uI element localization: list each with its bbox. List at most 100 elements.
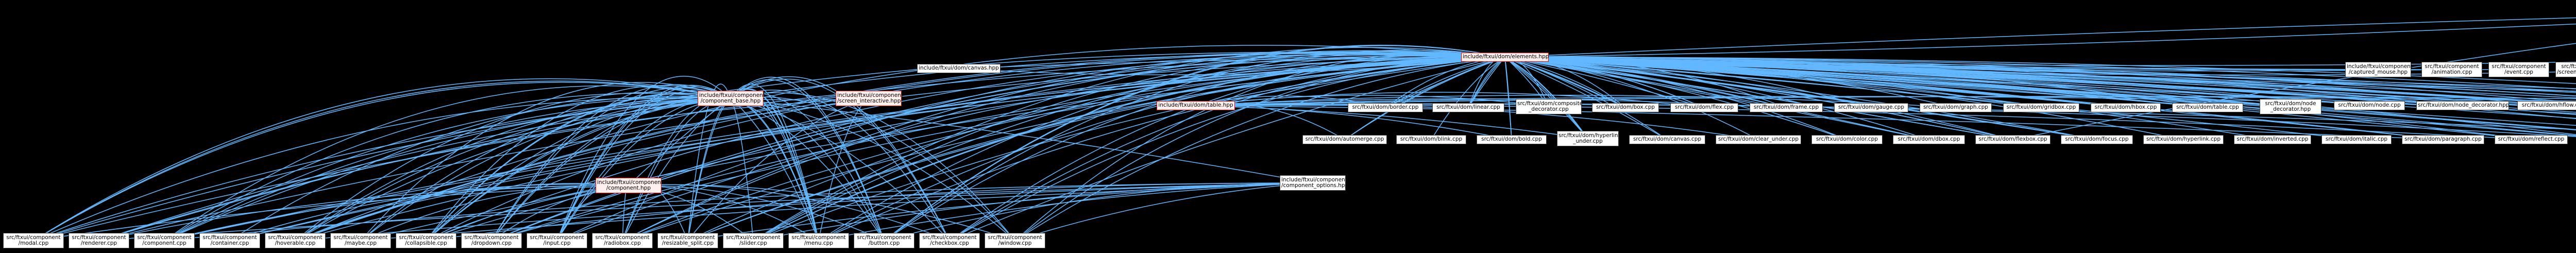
- graph-node[interactable]: src/ftxui/dom/node_decorator.hpp: [2416, 101, 2509, 110]
- graph-node[interactable]: include/ftxui/dom/canvas.hpp: [917, 64, 1001, 73]
- graph-edge: [1504, 57, 1705, 108]
- graph-node[interactable]: src/ftxui/dom/node _decorator.hpp: [2260, 99, 2321, 114]
- graph-node[interactable]: src/ftxui/component /renderer.cpp: [69, 233, 129, 248]
- graph-node-label: src/ftxui/dom/reflect.cpp: [2498, 136, 2565, 143]
- graph-edge: [1344, 57, 1505, 140]
- graph-node[interactable]: src/ftxui/dom/italic.cpp: [2321, 135, 2392, 144]
- graph-node-label: src/ftxui/component /container.cpp: [202, 234, 257, 246]
- graph-node[interactable]: src/ftxui/component /resizable_split.cpp: [657, 233, 718, 248]
- graph-node[interactable]: src/ftxui/dom/flexbox.cpp: [1975, 135, 2050, 144]
- graph-node[interactable]: include/ftxui/component /component_base.…: [698, 91, 765, 106]
- graph-edge: [730, 83, 819, 241]
- graph-node-label: src/ftxui/dom/hflow.cpp: [2521, 102, 2576, 109]
- graph-node[interactable]: include/ftxui/component /captured_mouse.…: [2345, 62, 2413, 77]
- graph-node[interactable]: src/ftxui/dom/hyperlink _under.cpp: [1557, 131, 1621, 146]
- graph-edge: [491, 57, 1505, 241]
- graph-edge: [730, 93, 819, 241]
- graph-node[interactable]: src/ftxui/dom/graph.cpp: [1920, 103, 1992, 112]
- graph-node[interactable]: src/ftxui/component /checkbox.cpp: [919, 233, 980, 248]
- graph-node[interactable]: src/ftxui/component /component.cpp: [134, 233, 195, 248]
- graph-edge: [1504, 57, 2357, 140]
- graph-edge: [1504, 23, 2576, 58]
- graph-node-label: src/ftxui/dom/graph.cpp: [1923, 104, 1988, 111]
- graph-node[interactable]: src/ftxui/component /menu.cpp: [788, 233, 849, 248]
- graph-node[interactable]: src/ftxui/component /dropdown.cpp: [461, 233, 522, 248]
- graph-node[interactable]: src/ftxui/dom/gauge.cpp: [1834, 103, 1908, 112]
- graph-edge: [295, 45, 1505, 241]
- graph-node[interactable]: src/ftxui/dom/blink.cpp: [1396, 135, 1466, 144]
- graph-node[interactable]: src/ftxui/dom/paragraph.cpp: [2402, 135, 2484, 144]
- graph-edge: [818, 52, 1505, 241]
- graph-edge: [33, 98, 731, 241]
- graph-node[interactable]: src/ftxui/component /container.cpp: [199, 233, 260, 248]
- graph-node-label: src/ftxui/dom/hyperlink.cpp: [2146, 136, 2221, 143]
- graph-edge: [753, 47, 1505, 241]
- graph-edge: [1504, 57, 2097, 140]
- graph-edge: [884, 182, 1313, 241]
- graph-node[interactable]: src/ftxui/component /maybe.cpp: [330, 233, 391, 248]
- graph-node[interactable]: src/ftxui/dom/hbox.cpp: [2091, 103, 2161, 112]
- graph-node[interactable]: src/ftxui/component /animation.cpp: [2421, 62, 2482, 77]
- graph-node[interactable]: src/ftxui/component /slider.cpp: [723, 233, 784, 248]
- graph-node-label: src/ftxui/dom/clear_under.cpp: [1718, 136, 1799, 143]
- graph-edge: [33, 52, 1505, 241]
- graph-node[interactable]: include/ftxui/component /component.hpp: [596, 178, 663, 193]
- graph-node[interactable]: src/ftxui/dom/linear.cpp: [1432, 103, 1504, 112]
- graph-node[interactable]: src/ftxui/component /hoverable.cpp: [265, 233, 326, 248]
- graph-node-label: src/ftxui/dom/table.cpp: [2176, 104, 2239, 111]
- graph-node[interactable]: include/ftxui/component /screen_interact…: [836, 91, 903, 106]
- graph-node[interactable]: include/ftxui/dom/elements.hpp: [1461, 53, 1549, 62]
- graph-edge: [164, 85, 731, 241]
- graph-node-label: src/ftxui/dom/hyperlink _under.cpp: [1558, 132, 1621, 144]
- graph-node[interactable]: src/ftxui/component /radiobox.cpp: [592, 233, 653, 248]
- graph-node[interactable]: src/ftxui/dom/bold.cpp: [1477, 135, 1547, 144]
- graph-node[interactable]: src/ftxui/dom/border.cpp: [1348, 103, 1423, 112]
- graph-node[interactable]: src/ftxui/component /window.cpp: [985, 233, 1045, 248]
- graph-node[interactable]: src/ftxui/dom/flex.cpp: [1670, 103, 1738, 112]
- graph-node[interactable]: src/ftxui/component /modal.cpp: [3, 233, 64, 248]
- graph-node[interactable]: src/ftxui/dom/clear_under.cpp: [1716, 135, 1801, 144]
- graph-edge: [730, 98, 1313, 183]
- graph-node[interactable]: src/ftxui/dom/reflect.cpp: [2495, 135, 2568, 144]
- graph-node[interactable]: src/ftxui/dom/gridbox.cpp: [2003, 103, 2079, 112]
- graph-node-label: src/ftxui/dom/box.cpp: [1596, 104, 1655, 111]
- graph-node-label: src/ftxui/component /window.cpp: [988, 234, 1042, 246]
- graph-node-label: src/ftxui/dom/paragraph.cpp: [2404, 136, 2482, 143]
- graph-edge: [1504, 57, 1626, 108]
- graph-node[interactable]: src/ftxui/dom/focus.cpp: [2061, 135, 2133, 144]
- graph-node[interactable]: src/ftxui/dom/hflow.cpp: [2517, 101, 2576, 110]
- graph-node[interactable]: src/ftxui/dom/composite _decorator.cpp: [1516, 99, 1583, 114]
- graph-edge: [1504, 57, 2463, 106]
- graph-node[interactable]: src/ftxui/component /button.cpp: [854, 233, 914, 248]
- graph-node[interactable]: src/ftxui/dom/box.cpp: [1592, 103, 1659, 112]
- graph-node[interactable]: src/ftxui/dom/automerge.cpp: [1302, 135, 1387, 144]
- graph-node-label: src/ftxui/dom/inverted.cpp: [2236, 136, 2309, 143]
- graph-node[interactable]: src/ftxui/component /screen_interactive.…: [2555, 62, 2576, 77]
- graph-node-label: src/ftxui/dom/flexbox.cpp: [1978, 136, 2047, 143]
- graph-node[interactable]: include/ftxui/component /component_optio…: [1280, 175, 1348, 191]
- graph-edge: [730, 98, 885, 241]
- graph-edge: [1504, 57, 1588, 139]
- graph-node[interactable]: src/ftxui/dom/canvas.cpp: [1629, 135, 1705, 144]
- graph-edge: [33, 97, 731, 241]
- graph-node[interactable]: src/ftxui/dom/inverted.cpp: [2234, 135, 2311, 144]
- graph-node[interactable]: src/ftxui/dom/frame.cpp: [1750, 103, 1823, 112]
- graph-node-label: src/ftxui/dom/gridbox.cpp: [2006, 104, 2076, 111]
- graph-node[interactable]: src/ftxui/dom/hyperlink.cpp: [2143, 135, 2224, 144]
- graph-edge: [1504, 57, 2576, 119]
- graph-node-label: src/ftxui/dom/blink.cpp: [1400, 136, 1463, 143]
- graph-node[interactable]: src/ftxui/component /collapsible.cpp: [396, 233, 456, 248]
- graph-node-label: src/ftxui/dom/automerge.cpp: [1305, 136, 1384, 143]
- graph-node[interactable]: src/ftxui/dom/color.cpp: [1811, 135, 1883, 144]
- graph-node[interactable]: src/ftxui/component /input.cpp: [527, 233, 587, 248]
- graph-node[interactable]: src/ftxui/component /event.cpp: [2488, 62, 2549, 77]
- graph-node-label: src/ftxui/dom/focus.cpp: [2065, 136, 2129, 143]
- graph-edge: [1504, 57, 1588, 139]
- graph-edge: [622, 50, 1505, 241]
- graph-node[interactable]: src/ftxui/dom/dbox.cpp: [1893, 135, 1965, 144]
- graph-node[interactable]: src/ftxui/dom/node.cpp: [2334, 101, 2405, 110]
- graph-node[interactable]: include/ftxui/dom/table.hpp: [1157, 101, 1235, 110]
- graph-edge: [295, 98, 731, 241]
- graph-node[interactable]: src/ftxui/dom/table.cpp: [2172, 103, 2243, 112]
- graph-edge: [1014, 52, 1505, 241]
